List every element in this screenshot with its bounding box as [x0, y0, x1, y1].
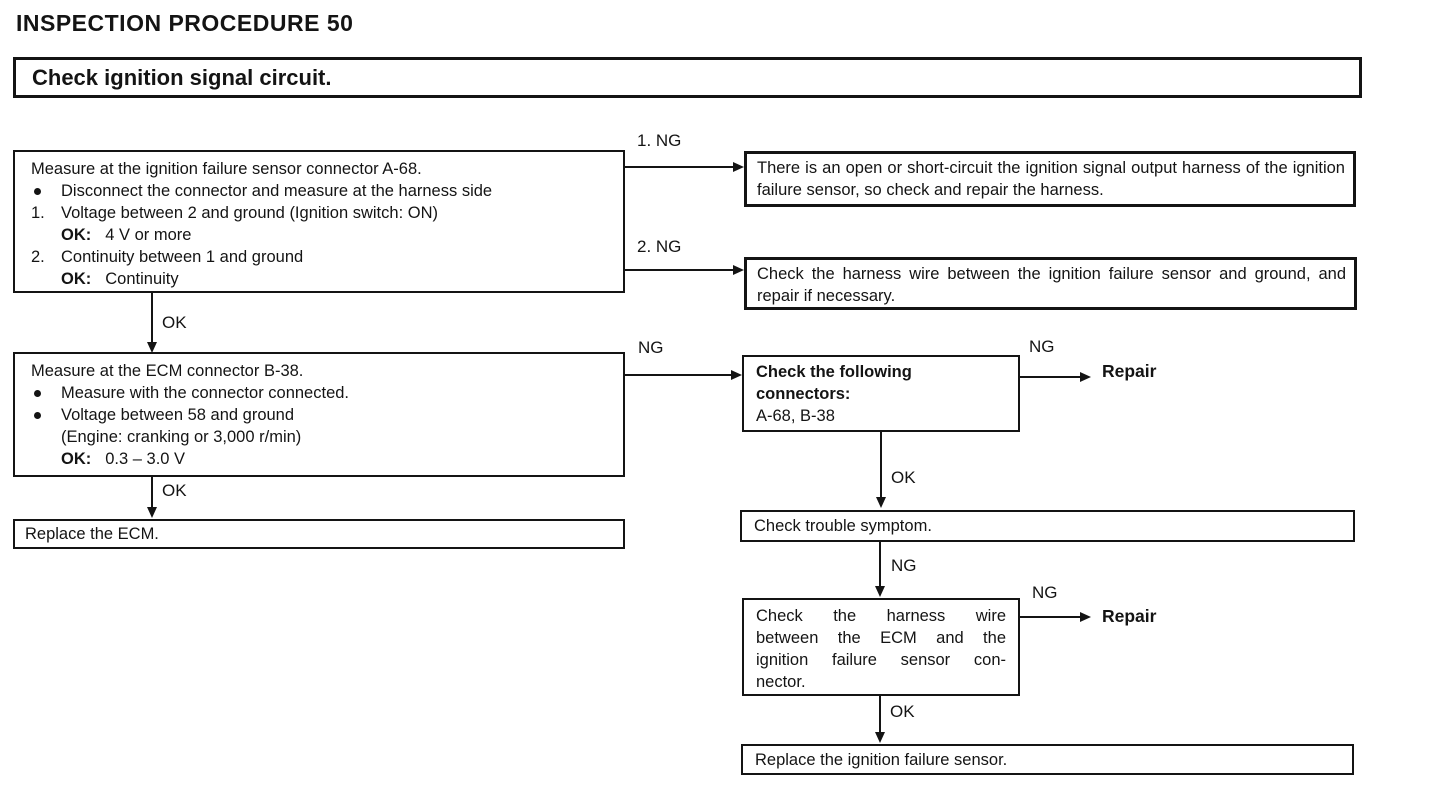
flow-line-2ng: [625, 269, 733, 271]
repair-label-bottom: Repair: [1102, 606, 1157, 626]
flow-line-ng-harness: [1020, 616, 1080, 618]
step2-ok-label: OK:: [61, 450, 92, 468]
arrow-down-icon: [147, 507, 157, 518]
label-ng-harness: NG: [1032, 583, 1058, 602]
harness-ecm-line4: nector.: [756, 673, 806, 691]
step1-bullet1-text: Disconnect the connector and measure at …: [61, 182, 493, 200]
check-trouble-box: Check trouble symptom.: [740, 510, 1355, 542]
procedure-header-text: Check ignition signal circuit.: [32, 65, 332, 90]
flow-line-ng-trouble: [879, 542, 881, 589]
label-ok-step1: OK: [162, 313, 187, 332]
check-connectors-line2: connectors:: [756, 385, 851, 403]
label-ok-step2: OK: [162, 481, 187, 500]
step1-item1-text: Voltage between 2 and ground (Ignition s…: [61, 204, 438, 222]
bullet-icon: [31, 404, 61, 426]
check-connectors-box: Check the following connectors: A-68, B-…: [742, 355, 1020, 432]
step1-ok1-label: OK:: [61, 226, 92, 244]
result-harness-ground-box: Check the harness wire between the ignit…: [744, 257, 1357, 310]
step2-ok-value: 0.3 – 3.0 V: [105, 450, 186, 468]
replace-ecm-box: Replace the ECM.: [13, 519, 625, 549]
arrow-right-icon: [733, 265, 744, 275]
flow-line-ng-step2: [625, 374, 731, 376]
result-harness-ground-text: Check the harness wire between the ignit…: [757, 265, 1346, 305]
step2-box: Measure at the ECM connector B-38. Measu…: [13, 352, 625, 477]
step1-ok1-row: OK: 4 V or more: [31, 224, 611, 246]
arrow-right-icon: [733, 162, 744, 172]
step1-ok1-value: 4 V or more: [105, 226, 192, 244]
step2-title-row: Measure at the ECM connector B-38.: [31, 360, 611, 382]
result-open-short-text: There is an open or short-circuit the ig…: [757, 159, 1345, 199]
arrow-down-icon: [876, 497, 886, 508]
step1-ok2-label: OK:: [61, 270, 92, 288]
flow-line-1ng: [625, 166, 733, 168]
step1-title: Measure at the ignition failure sensor c…: [31, 160, 422, 178]
step2-title: Measure at the ECM connector B-38.: [31, 362, 304, 380]
replace-sensor-text: Replace the ignition failure sensor.: [755, 751, 1008, 769]
step1-item2-number: 2.: [31, 248, 45, 266]
step1-bullet-row: Disconnect the connector and measure at …: [31, 180, 611, 202]
step1-item1-row: 1. Voltage between 2 and ground (Ignitio…: [31, 202, 611, 224]
check-trouble-text: Check trouble symptom.: [754, 517, 932, 535]
label-1-ng: 1. NG: [637, 131, 682, 150]
bullet-icon: [31, 180, 61, 202]
step1-item2-text: Continuity between 1 and ground: [61, 248, 304, 266]
step2-ok-row: OK: 0.3 – 3.0 V: [31, 448, 611, 470]
replace-sensor-box: Replace the ignition failure sensor.: [741, 744, 1354, 775]
result-open-short-box: There is an open or short-circuit the ig…: [744, 151, 1356, 207]
step2-bullet1-text: Measure with the connector connected.: [61, 384, 350, 402]
step1-ok2-value: Continuity: [105, 270, 179, 288]
step2-cond-row: (Engine: cranking or 3,000 r/min): [31, 426, 611, 448]
page-title: INSPECTION PROCEDURE 50: [16, 10, 354, 36]
replace-ecm-text: Replace the ECM.: [25, 525, 159, 543]
step2-bullet2-text: Voltage between 58 and ground: [61, 406, 295, 424]
bullet-icon: [31, 382, 61, 404]
step1-ok2-row: OK: Continuity: [31, 268, 611, 290]
harness-ecm-line3: ignition failure sensor con-: [756, 651, 1006, 669]
step2-bullet2-row: Voltage between 58 and ground: [31, 404, 611, 426]
label-ok-connectors: OK: [891, 468, 916, 487]
flow-line-ng-connectors: [1020, 376, 1080, 378]
check-connectors-list: A-68, B-38: [756, 407, 835, 425]
step1-box: Measure at the ignition failure sensor c…: [13, 150, 625, 293]
flow-line-ok1: [151, 293, 153, 345]
harness-ecm-box: Check the harness wire between the ECM a…: [742, 598, 1020, 696]
harness-ecm-line1: Check the harness wire: [756, 607, 1006, 625]
label-2-ng: 2. NG: [637, 237, 682, 256]
label-ng-trouble: NG: [891, 556, 917, 575]
arrow-down-icon: [875, 586, 885, 597]
label-ok-harness: OK: [890, 702, 915, 721]
harness-ecm-line2: between the ECM and the: [756, 629, 1006, 647]
step1-item2-row: 2. Continuity between 1 and ground: [31, 246, 611, 268]
step2-cond-text: (Engine: cranking or 3,000 r/min): [61, 428, 302, 446]
label-ng-step2: NG: [638, 338, 664, 357]
flow-line-ok2: [151, 477, 153, 509]
arrow-right-icon: [1080, 372, 1091, 382]
label-ng-connectors: NG: [1029, 337, 1055, 356]
check-connectors-line1: Check the following: [756, 363, 912, 381]
step1-title-row: Measure at the ignition failure sensor c…: [31, 158, 611, 180]
arrow-right-icon: [1080, 612, 1091, 622]
step2-bullet1-row: Measure with the connector connected.: [31, 382, 611, 404]
flow-line-ok-harness: [879, 696, 881, 734]
arrow-down-icon: [875, 732, 885, 743]
step1-item1-number: 1.: [31, 204, 45, 222]
arrow-down-icon: [147, 342, 157, 353]
flow-line-ok-connectors: [880, 432, 882, 500]
arrow-right-icon: [731, 370, 742, 380]
procedure-header-box: Check ignition signal circuit.: [13, 57, 1362, 98]
repair-label-top: Repair: [1102, 361, 1157, 381]
